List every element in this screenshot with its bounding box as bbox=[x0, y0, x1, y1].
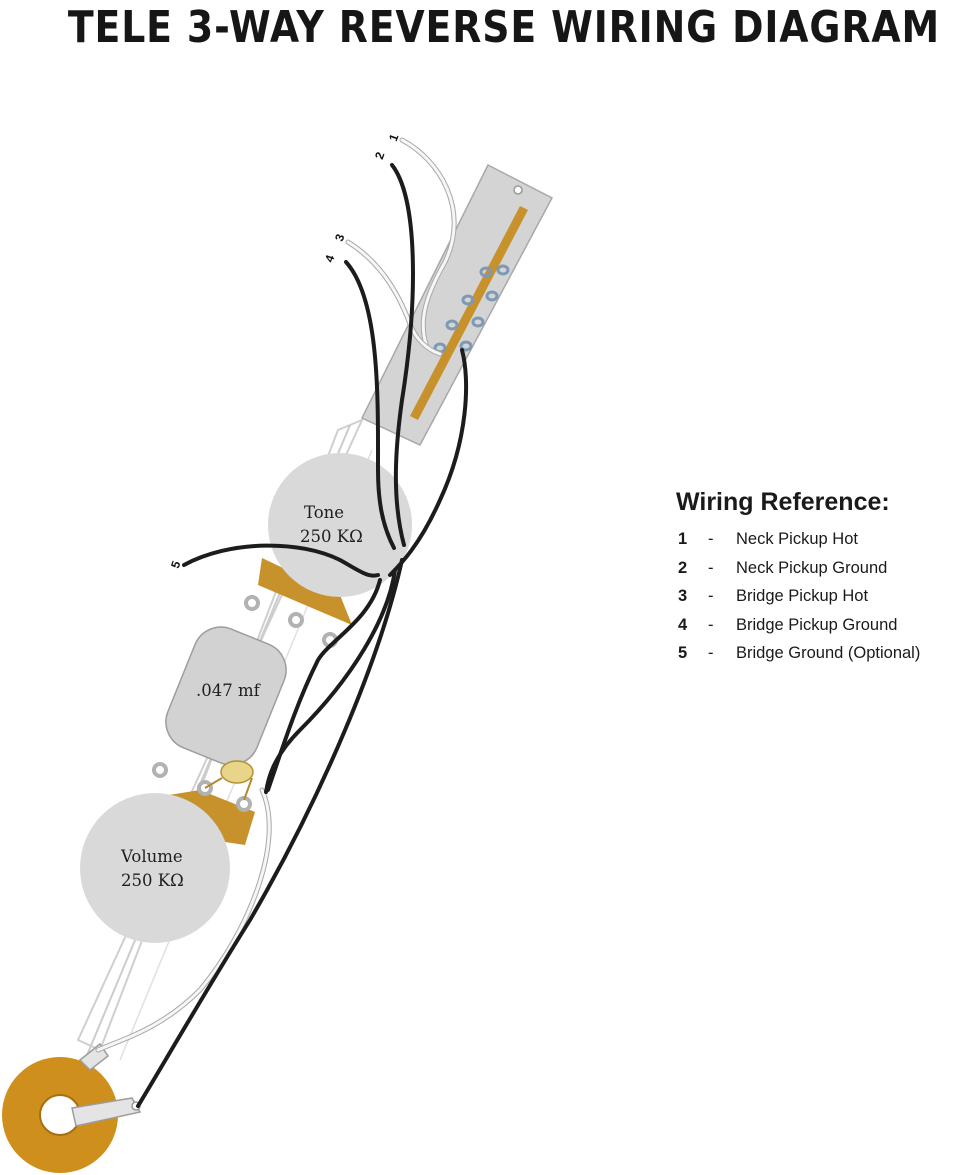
legend-item-dash: - bbox=[708, 615, 714, 634]
volume-pot bbox=[80, 760, 255, 943]
output-jack bbox=[2, 1042, 142, 1173]
legend-item: 4 - Bridge Pickup Ground bbox=[676, 611, 920, 640]
legend-item-label: Bridge Ground (Optional) bbox=[736, 644, 921, 662]
wire-number-1: 1 bbox=[386, 132, 402, 143]
legend-title: Wiring Reference: bbox=[676, 488, 890, 516]
treble-bleed-cap bbox=[204, 760, 254, 801]
legend-item-label: Bridge Pickup Ground bbox=[736, 615, 898, 634]
capacitor-value: .047 mf bbox=[196, 681, 262, 700]
legend-item-dash: - bbox=[708, 587, 714, 605]
three-way-switch bbox=[360, 163, 554, 446]
wiring-reference-legend: Wiring Reference: 1 - Neck Pickup Hot 2 - Ne… bbox=[676, 488, 920, 668]
legend-item-label: Neck Pickup Ground bbox=[736, 558, 888, 577]
volume-pot-lugs bbox=[152, 762, 252, 812]
legend-item-label: Bridge Pickup Hot bbox=[736, 587, 869, 605]
tone-pot bbox=[244, 453, 412, 648]
legend-item-label: Neck Pickup Hot bbox=[736, 530, 858, 548]
capacitor bbox=[165, 626, 287, 766]
legend-item-number: 3 bbox=[678, 587, 688, 605]
legend-item-number: 2 bbox=[678, 558, 688, 577]
volume-pot-value: 250 KΩ bbox=[121, 871, 184, 890]
black-wires bbox=[136, 163, 469, 1108]
legend-item: 1 - Neck Pickup Hot bbox=[676, 525, 920, 554]
wire-number-3: 3 bbox=[332, 232, 348, 243]
wire-number-4: 4 bbox=[322, 253, 338, 264]
switch-lug-row-left bbox=[433, 266, 493, 354]
legend-item: 2 - Neck Pickup Ground bbox=[676, 554, 920, 583]
legend-item-dash: - bbox=[708, 530, 714, 548]
tone-pot-name: Tone bbox=[304, 503, 344, 522]
legend-item-number: 1 bbox=[678, 530, 688, 548]
legend-item-dash: - bbox=[708, 644, 714, 662]
wire-number-5: 5 bbox=[168, 559, 184, 570]
tone-pot-value: 250 KΩ bbox=[300, 527, 363, 546]
legend-item-dash: - bbox=[708, 558, 714, 577]
legend-item-number: 5 bbox=[678, 644, 688, 662]
legend-item: 3 - Bridge Pickup Hot bbox=[676, 582, 920, 611]
jack-tip-lug bbox=[71, 1097, 142, 1127]
switch-lug-row-right bbox=[459, 264, 510, 352]
diagram-title: TELE 3-WAY REVERSE WIRING DIAGRAM bbox=[67, 2, 941, 53]
white-wires bbox=[95, 137, 457, 1053]
wire-number-2: 2 bbox=[372, 150, 388, 161]
legend-item: 5 - Bridge Ground (Optional) bbox=[676, 639, 920, 668]
legend-item-number: 4 bbox=[678, 615, 688, 634]
volume-pot-name: Volume bbox=[120, 847, 183, 866]
